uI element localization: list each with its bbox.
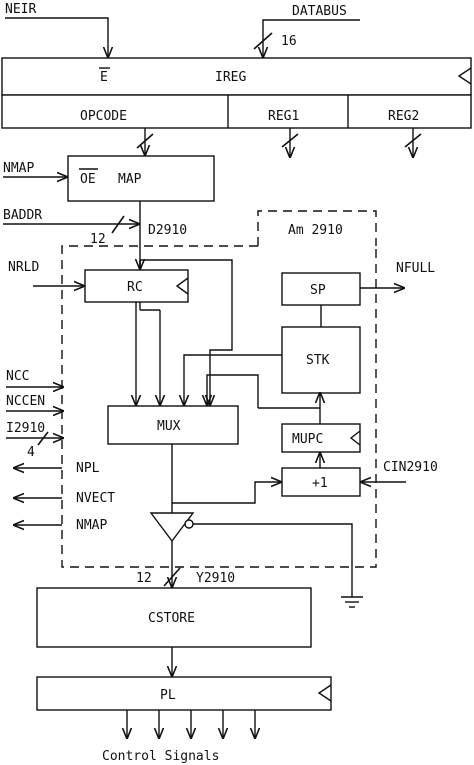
databus-signal: DATABUS 16 bbox=[253, 4, 360, 57]
npl-signal: NPL bbox=[14, 461, 100, 476]
sp-label: SP bbox=[310, 283, 326, 298]
mupc-block: MUPC bbox=[281, 423, 361, 453]
stk-block: STK bbox=[281, 326, 361, 394]
y-to-incrementer bbox=[172, 482, 281, 504]
i2910-signal: I2910 4 bbox=[6, 421, 63, 460]
incrementer-label: +1 bbox=[312, 476, 328, 491]
cstore-block: CSTORE bbox=[36, 587, 312, 648]
pl-block: PL bbox=[36, 676, 332, 711]
cin2910-label: CIN2910 bbox=[383, 460, 438, 475]
nmap-output-label: NMAP bbox=[76, 518, 107, 533]
mux-label: MUX bbox=[157, 419, 181, 434]
control-signals-label: Control Signals bbox=[102, 749, 219, 764]
nrld-signal: NRLD bbox=[8, 260, 84, 286]
incrementer-block: +1 bbox=[281, 467, 361, 497]
cstore-label: CSTORE bbox=[148, 611, 195, 626]
ireg-enable-label: E bbox=[100, 70, 108, 85]
d-bus-to-mux bbox=[140, 259, 233, 405]
nvect-signal: NVECT bbox=[14, 491, 115, 506]
rc-label: RC bbox=[127, 280, 143, 295]
reg2-field: REG2 bbox=[388, 109, 419, 124]
ncc-label: NCC bbox=[6, 369, 29, 384]
mux-block: MUX bbox=[107, 405, 239, 445]
databus-label: DATABUS bbox=[292, 4, 347, 19]
i2910-width: 4 bbox=[27, 445, 35, 460]
nrld-label: NRLD bbox=[8, 260, 39, 275]
d-bus-width: 12 bbox=[90, 232, 106, 247]
map-block: OE MAP bbox=[67, 155, 215, 202]
nfull-label: NFULL bbox=[396, 261, 435, 276]
stk-label: STK bbox=[306, 353, 330, 368]
nmap-input-label: NMAP bbox=[3, 161, 34, 176]
ireg-label: IREG bbox=[215, 70, 246, 85]
baddr-label: BADDR bbox=[3, 208, 42, 223]
control-signal-arrows bbox=[127, 710, 255, 738]
nccen-label: NCCEN bbox=[6, 394, 45, 409]
baddr-signal: BADDR 12 D2910 bbox=[3, 208, 187, 247]
neir-label: NEIR bbox=[5, 2, 36, 17]
output-buffer bbox=[149, 512, 353, 597]
map-label: MAP bbox=[118, 172, 142, 187]
npl-label: NPL bbox=[76, 461, 100, 476]
am2910-boundary bbox=[61, 245, 377, 568]
ireg-block: IREG E OPCODE REG1 REG2 bbox=[1, 57, 472, 129]
neir-signal: NEIR bbox=[5, 2, 108, 57]
mupc-label: MUPC bbox=[292, 432, 323, 447]
cin2910-signal: CIN2910 bbox=[361, 460, 438, 482]
d2910-label: D2910 bbox=[148, 223, 187, 238]
ncc-signal: NCC bbox=[6, 369, 63, 387]
databus-width: 16 bbox=[281, 34, 297, 49]
rc-block: RC bbox=[84, 269, 189, 303]
stk-to-mux bbox=[184, 354, 282, 405]
am2910-title-box bbox=[257, 210, 377, 246]
nfull-signal: NFULL bbox=[360, 261, 435, 288]
nvect-label: NVECT bbox=[76, 491, 115, 506]
i2910-label: I2910 bbox=[6, 421, 45, 436]
reg1-field: REG1 bbox=[268, 109, 299, 124]
y-bus-width: 12 bbox=[136, 571, 152, 586]
nccen-signal: NCCEN bbox=[6, 394, 63, 411]
y2910-label: Y2910 bbox=[196, 571, 235, 586]
pl-label: PL bbox=[160, 688, 176, 703]
nmap-output-signal: NMAP bbox=[14, 518, 107, 533]
am2910-label: Am 2910 bbox=[288, 223, 343, 238]
mupc-to-mux bbox=[207, 374, 259, 408]
map-oe-label: OE bbox=[80, 172, 96, 187]
ground-symbol bbox=[341, 596, 363, 608]
sp-block: SP bbox=[281, 272, 361, 306]
opcode-field: OPCODE bbox=[80, 109, 127, 124]
nmap-input-signal: NMAP bbox=[3, 161, 67, 177]
